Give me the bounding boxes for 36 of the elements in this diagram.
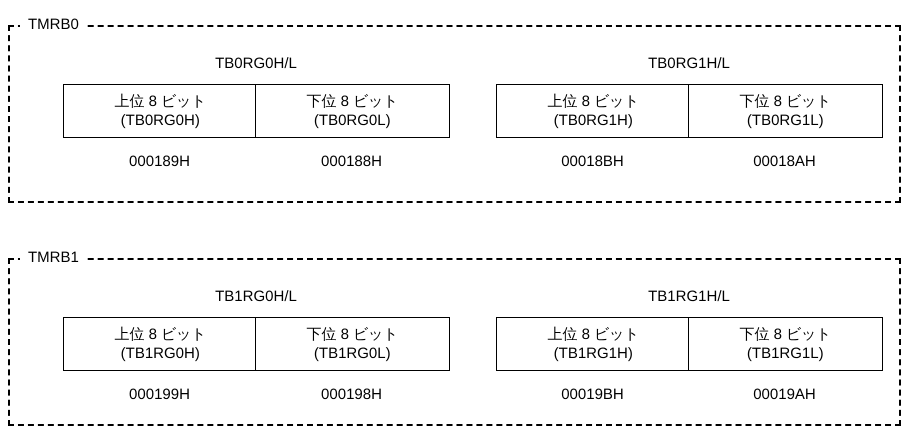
address-text: 00019AH [752,386,817,404]
register-text: 下位 8 ビット [306,325,398,344]
register-text: (TB1RG0L) [314,344,391,363]
register-name: TB0RG1H/L [647,55,731,73]
register-text: 上位 8 ビット [114,92,206,111]
address-text: 000188H [320,153,383,171]
register-text: (TB0RG1H) [554,111,633,130]
register-text: 下位 8 ビット [739,92,832,111]
register-text: (TB0RG0L) [314,111,391,130]
address-text: 000198H [320,386,383,404]
register-box [496,317,690,371]
register-text: (TB0RG1L) [746,111,824,130]
register-name: TB1RG0H/L [214,288,298,306]
register-box [496,84,690,138]
address-text: 00019BH [560,386,625,404]
register-text: 上位 8 ビット [547,92,640,111]
address-text: 000189H [128,153,191,171]
register-box [63,84,258,138]
register-text: (TB1RG0H) [120,344,200,363]
address-text: 00018BH [560,153,625,171]
register-text: 下位 8 ビット [306,92,398,111]
register-box [255,84,450,138]
register-box [255,317,450,371]
register-box [688,84,882,138]
register-name: TB1RG1H/L [647,288,731,306]
register-text: (TB1RG1L) [746,344,824,363]
register-text: (TB0RG0H) [120,111,200,130]
register-box [63,317,258,371]
register-text: 下位 8 ビット [739,325,832,344]
address-text: 00018AH [752,153,817,171]
register-text: (TB1RG1H) [554,344,633,363]
register-name: TB0RG0H/L [214,55,298,73]
register-text: 上位 8 ビット [114,325,206,344]
register-box [688,317,882,371]
register-text: 上位 8 ビット [547,325,640,344]
address-text: 000199H [128,386,191,404]
